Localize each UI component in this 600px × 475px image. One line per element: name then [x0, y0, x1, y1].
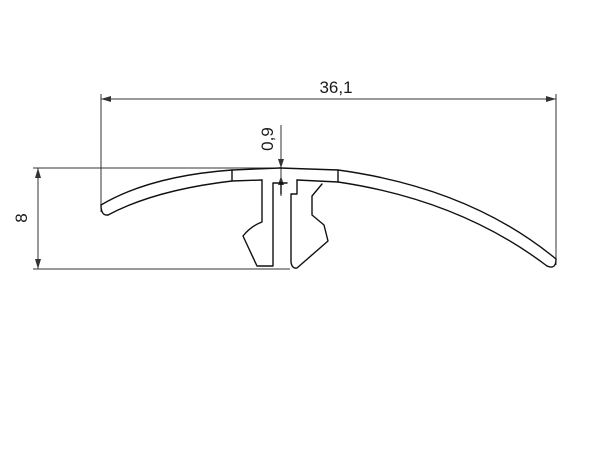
- left-wing-tip: [100, 204, 109, 216]
- left-wing-top-edge: [100, 167, 281, 206]
- right-wing-bottom-edge: [296, 179, 548, 267]
- left-wing-bottom-edge: [107, 179, 263, 216]
- right-wing-tip: [546, 258, 557, 268]
- width-dimension: 36,1: [100, 78, 557, 265]
- height-dimension: 8: [12, 167, 290, 270]
- right-wing-top-edge: [279, 167, 557, 260]
- width-dimension-label: 36,1: [319, 78, 352, 97]
- thickness-arrow-top: [278, 159, 284, 168]
- width-arrow-right: [546, 96, 556, 102]
- height-dimension-label: 8: [12, 213, 31, 222]
- profile-outline: [100, 167, 557, 269]
- width-arrow-left: [101, 96, 111, 102]
- height-arrow-top: [35, 168, 41, 178]
- left-clip-leg: [242, 179, 288, 267]
- thickness-dimension-label: 0,9: [258, 127, 277, 151]
- height-arrow-bottom: [35, 259, 41, 269]
- right-clip-leg: [290, 179, 329, 269]
